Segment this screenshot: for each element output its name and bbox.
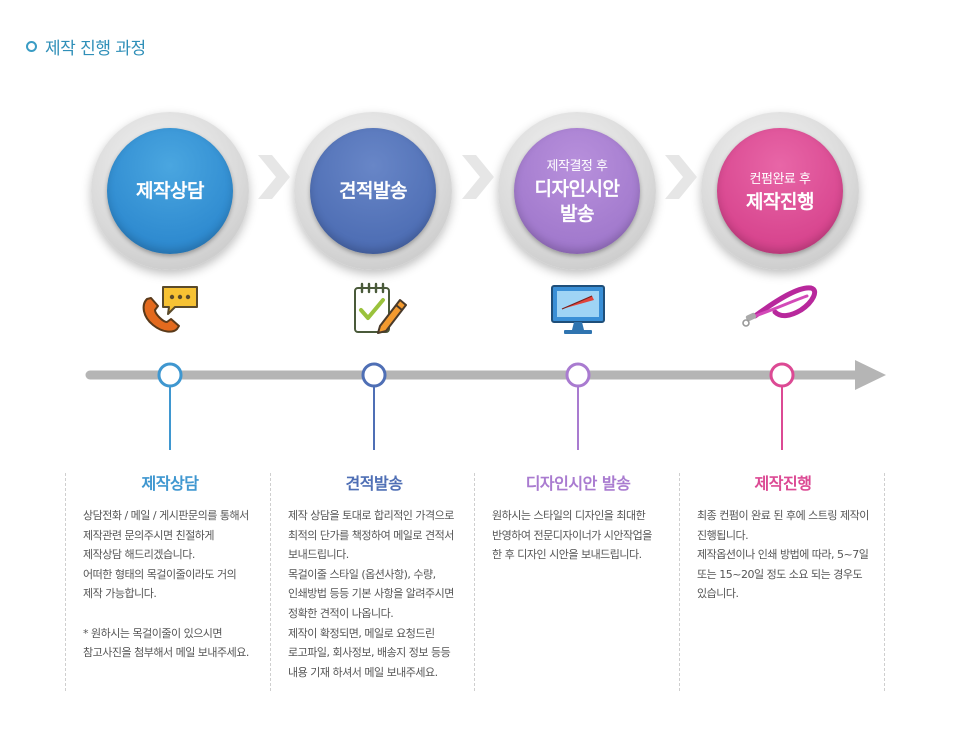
desc-line: 제작 상담을 토대로 합리적인 가격으로	[288, 509, 454, 522]
step-circle-quote: 견적발송	[294, 112, 452, 270]
desc-line: 최종 컨펌이 완료 된 후에 스트링 제작이	[697, 509, 869, 522]
desc-line: 어떠한 형태의 목걸이줄이라도 거의	[83, 567, 237, 581]
monitor-design-icon	[551, 285, 605, 334]
step-title: 견적발송	[345, 474, 403, 493]
column-divider	[474, 473, 475, 691]
chevron-right-icon	[462, 155, 494, 199]
column-divider	[679, 473, 680, 691]
desc-line: 인쇄방법 등등 기본 사항을 알려주시면	[288, 587, 454, 601]
desc-line: 내용 기재 하셔서 메일 보내주세요.	[288, 665, 438, 679]
desc-line: 제작상담 해드리겠습니다.	[83, 548, 195, 562]
desc-line: 제작 가능합니다.	[83, 587, 157, 601]
step-description: 최종 컨펌이 완료 된 후에 스트링 제작이 진행됩니다. 제작옵션이나 인쇄 …	[697, 506, 883, 604]
desc-line: 반영하여 전문디자이너가 시안작업을	[492, 528, 652, 542]
section-heading-text: 제작 진행 과정	[45, 39, 146, 59]
desc-line: 목걸이줄 스타일 (옵션사항), 수량,	[288, 567, 436, 581]
ring-bullet-icon	[26, 41, 37, 52]
step-title: 디자인시안 발송	[525, 474, 631, 493]
step-circle-design: 제작결정 후 디자인시안 발송	[498, 112, 656, 270]
timeline-arrow	[85, 360, 886, 450]
desc-spacer	[83, 604, 269, 624]
section-heading: 제작 진행 과정	[26, 34, 146, 59]
step-circle-production: 컨펌완료 후 제작진행	[701, 112, 859, 270]
desc-line: 원하시는 스타일의 디자인을 최대한	[492, 509, 646, 522]
notepad-pencil-icon	[354, 282, 407, 334]
desc-line: 제작옵션이나 인쇄 방법에 따라, 5~7일	[697, 548, 869, 562]
desc-line: 제작이 확정되면, 메일로 요청드린	[288, 626, 435, 640]
lanyard-icon	[742, 285, 818, 327]
step-title: 제작상담	[141, 474, 199, 493]
step-description: 상담전화 / 메일 / 게시판문의를 통해서 제작관련 문의주시면 친절하게 제…	[83, 506, 269, 663]
desc-line: 진행됩니다.	[697, 528, 749, 542]
circle-sublabel: 컨펌완료 후	[749, 171, 811, 187]
circle-label: 견적발송	[339, 179, 407, 202]
column-divider	[270, 473, 271, 691]
desc-line: 참고사진을 첨부해서 메일 보내주세요.	[83, 646, 249, 660]
desc-line: 보내드립니다.	[288, 548, 349, 562]
circle-label: 제작진행	[746, 190, 814, 213]
desc-line: 한 후 디자인 시안을 보내드립니다.	[492, 548, 642, 562]
circle-sublabel: 제작결정 후	[546, 159, 608, 174]
desc-line: 정확한 견적이 나옵니다.	[288, 606, 394, 620]
column-divider	[65, 473, 66, 691]
desc-line: 로고파일, 회사정보, 배송지 정보 등등	[288, 646, 451, 660]
desc-line: 최적의 단가를 책정하여 메일로 견적서	[288, 528, 454, 542]
circle-label: 제작상담	[136, 179, 204, 202]
desc-line: 있습니다.	[697, 587, 739, 601]
step-circle-consult: 제작상담	[91, 112, 249, 270]
desc-line: 또는 15~20일 정도 소요 되는 경우도	[697, 567, 863, 581]
column-divider	[884, 473, 885, 691]
desc-line: * 원하시는 목걸이줄이 있으시면	[83, 626, 223, 640]
chevron-right-icon	[665, 155, 697, 199]
step-description: 원하시는 스타일의 디자인을 최대한 반영하여 전문디자이너가 시안작업을 한 …	[492, 506, 678, 565]
circle-label: 발송	[560, 203, 594, 225]
phone-chat-icon	[142, 286, 198, 333]
step-description: 제작 상담을 토대로 합리적인 가격으로 최적의 단가를 책정하여 메일로 견적…	[288, 506, 474, 682]
chevron-right-icon	[258, 155, 290, 199]
desc-line: 제작관련 문의주시면 친절하게	[83, 528, 215, 542]
desc-line: 상담전화 / 메일 / 게시판문의를 통해서	[83, 509, 249, 522]
step-title: 제작진행	[754, 474, 812, 493]
circle-label: 디자인시안	[534, 178, 620, 200]
